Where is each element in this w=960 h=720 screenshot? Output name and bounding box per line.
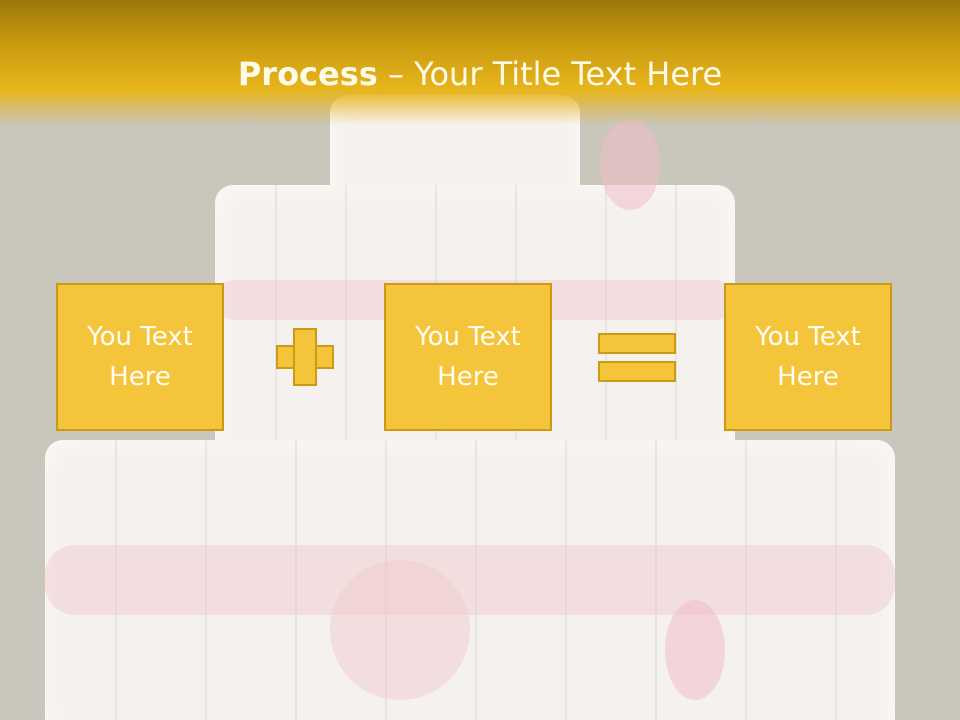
- cake-tier-bottom: [45, 440, 895, 720]
- title-bold: Process: [237, 55, 378, 93]
- ribbon: [45, 545, 895, 615]
- title-bar: [0, 0, 960, 125]
- doll-decoration: [665, 600, 725, 700]
- process-box-1[interactable]: You Text Here: [56, 283, 224, 431]
- process-box-label: You Text Here: [755, 322, 861, 392]
- ribbon-bow: [330, 560, 470, 700]
- page-title: Process – Your Title Text Here: [0, 54, 960, 94]
- title-rest: – Your Title Text Here: [377, 55, 723, 93]
- process-box-label: You Text Here: [87, 322, 193, 392]
- process-box-2[interactable]: You Text Here: [384, 283, 552, 431]
- process-box-label: You Text Here: [415, 322, 521, 392]
- process-box-3[interactable]: You Text Here: [724, 283, 892, 431]
- doll-decoration: [600, 120, 660, 210]
